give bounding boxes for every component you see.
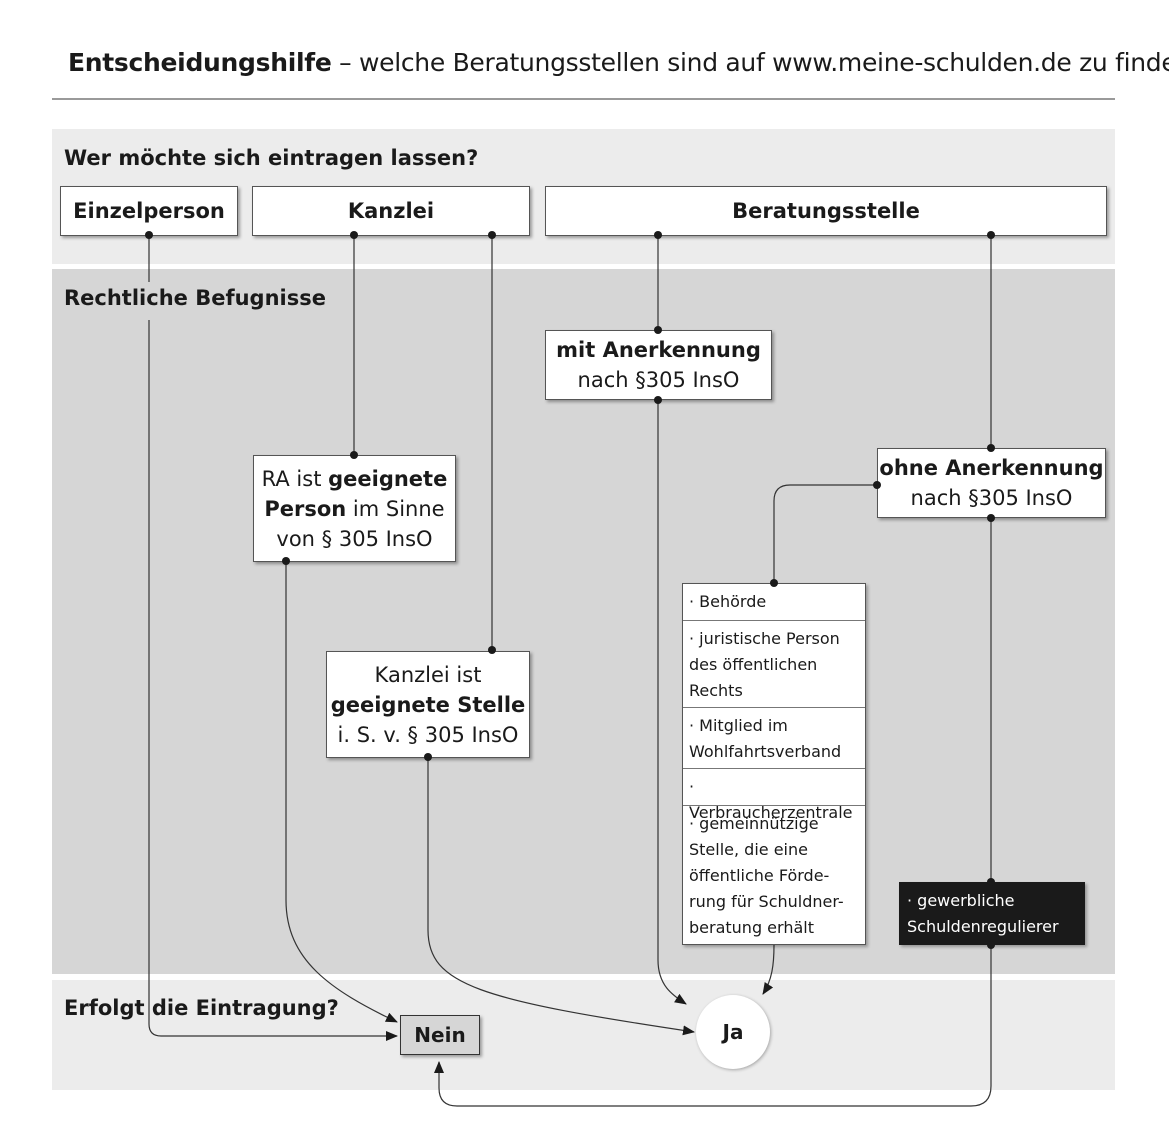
applicant-firm-label: Kanzlei	[347, 199, 435, 223]
without-recognition-title: ohne Anerkennung	[879, 456, 1104, 480]
outcome-no-label: Nein	[414, 1023, 466, 1047]
with-recognition-title: mit Anerkennung	[556, 338, 761, 362]
dot	[770, 579, 778, 587]
list-item: · juristische Person des öffentlichen Re…	[683, 621, 865, 708]
dot	[987, 444, 995, 452]
applicant-firm: Kanzlei	[252, 186, 530, 236]
eligible-agencies-list: · Behörde · juristische Person des öffen…	[682, 583, 866, 945]
firm-line2: geeignete Stelle	[330, 692, 526, 717]
connector-suitable-ja	[427, 757, 695, 1036]
connector-commercial-nein	[434, 945, 992, 1107]
outcome-no: Nein	[400, 1015, 480, 1055]
list-item: · Mitglied im Wohlfahrtsverband	[683, 708, 865, 769]
dot	[488, 646, 496, 654]
connector-list-ja	[762, 944, 775, 995]
list-item: · Behörde	[683, 584, 865, 621]
page-title: Entscheidungshilfe – welche Beratungsste…	[68, 48, 1169, 77]
ra-line2: Person im Sinne	[264, 494, 444, 524]
list-item: · Verbraucherzentrale	[683, 769, 865, 822]
connector-with-ja	[657, 400, 687, 1005]
applicant-person: Einzelperson	[60, 186, 238, 236]
dot	[654, 231, 662, 239]
list-item: · gemeinnützige Stelle, die eine öffentl…	[689, 814, 844, 937]
connector-person-nein	[148, 320, 398, 1041]
title-rest: – welche Beratungsstellen sind auf www.m…	[331, 48, 1169, 77]
dot	[282, 557, 290, 565]
applicant-agency: Beratungsstelle	[545, 186, 1107, 236]
connector-without-list	[773, 484, 877, 583]
dot	[987, 231, 995, 239]
box-commercial-regulators: · gewerbliche Schuldenregulierer	[899, 882, 1085, 945]
firm-line3: i. S. v. § 305 InsO	[337, 722, 519, 747]
section-label-who: Wer möchte sich eintragen lassen?	[64, 146, 479, 170]
ra-bold2: Person	[264, 496, 347, 521]
dot	[350, 451, 358, 459]
dot	[145, 231, 153, 239]
dot	[987, 878, 995, 886]
firm-line1: Kanzlei ist	[374, 662, 482, 687]
section-label-result: Erfolgt die Eintragung?	[64, 996, 339, 1020]
dot	[350, 231, 358, 239]
with-recognition-subtitle: nach §305 InsO	[577, 368, 740, 392]
ra-line3: von § 305 InsO	[276, 526, 433, 551]
band-result	[52, 980, 1115, 1090]
box-without-recognition: ohne Anerkennung nach §305 InsO	[877, 448, 1106, 518]
ra-pre: RA ist	[261, 466, 329, 491]
without-recognition-subtitle: nach §305 InsO	[910, 486, 1073, 510]
connector-ra-nein	[285, 561, 398, 1023]
dot	[488, 231, 496, 239]
ra-line1: RA ist geeignete	[262, 464, 448, 494]
dot	[873, 481, 881, 489]
ra-bold1: geeignete	[328, 466, 448, 491]
title-bold: Entscheidungshilfe	[68, 48, 332, 77]
box-with-recognition: mit Anerkennung nach §305 InsO	[545, 330, 772, 400]
dot	[987, 941, 995, 949]
outcome-yes-label: Ja	[722, 1020, 744, 1044]
title-divider	[52, 98, 1115, 100]
dot	[654, 326, 662, 334]
applicant-agency-label: Beratungsstelle	[732, 199, 920, 223]
dot	[654, 396, 662, 404]
section-label-rights: Rechtliche Befugnisse	[64, 286, 326, 310]
outcome-yes: Ja	[696, 995, 770, 1069]
dot	[987, 514, 995, 522]
applicant-person-label: Einzelperson	[73, 199, 225, 223]
box-ra-suitable-person: RA ist geeignete Person im Sinne von § 3…	[253, 455, 456, 562]
dot	[424, 753, 432, 761]
ra-post: im Sinne	[346, 496, 445, 521]
